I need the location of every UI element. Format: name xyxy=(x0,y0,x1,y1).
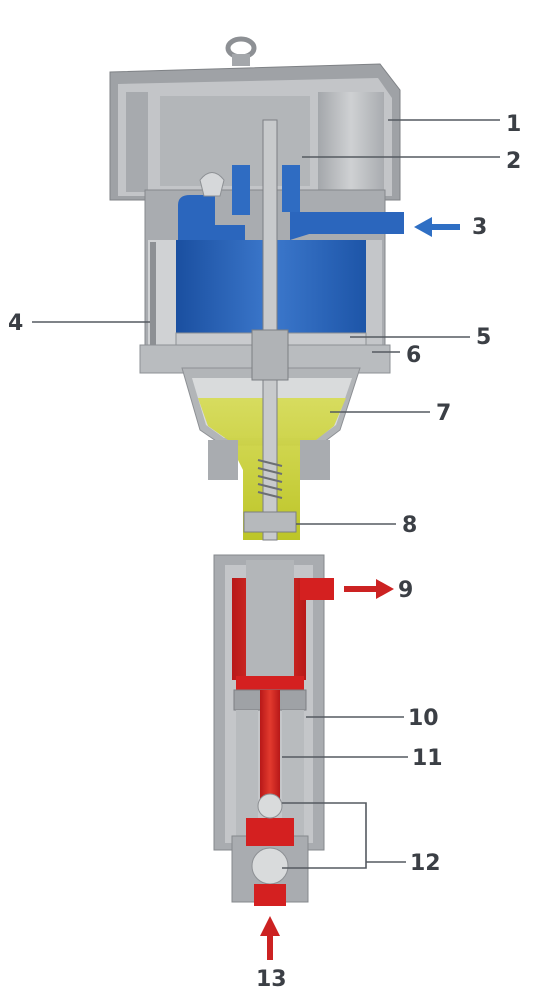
callout-labels: 1 2 3 4 5 6 7 8 9 10 11 12 13 xyxy=(8,112,521,990)
callout-10: 10 xyxy=(408,706,439,731)
air-inlet-arrow xyxy=(414,217,460,237)
callout-11: 11 xyxy=(412,746,443,771)
upper-check-ball xyxy=(257,793,283,819)
leader-lines xyxy=(32,119,500,869)
coupling xyxy=(243,511,297,533)
pump-bore-fluid xyxy=(260,690,280,800)
leader-12-bracket xyxy=(282,802,367,869)
fluid-outlet-arrow xyxy=(344,579,394,599)
callout-9: 9 xyxy=(398,578,413,603)
foot-valve xyxy=(231,793,309,906)
fluid-outlet-port xyxy=(300,578,334,600)
fluid-inlet-arrow xyxy=(260,916,280,960)
callout-6: 6 xyxy=(406,343,421,368)
control-valve-housing xyxy=(318,92,384,192)
return-spring xyxy=(257,459,283,499)
callout-13: 13 xyxy=(256,967,287,990)
callout-8: 8 xyxy=(402,513,417,538)
piston-rod xyxy=(243,119,297,541)
callout-4: 4 xyxy=(8,311,23,336)
callout-7: 7 xyxy=(436,401,451,426)
top-cover xyxy=(109,63,401,201)
callout-5: 5 xyxy=(476,325,491,350)
callout-3: 3 xyxy=(472,215,487,240)
lower-check-ball xyxy=(251,847,289,885)
callout-12: 12 xyxy=(410,851,441,876)
air-inlet-port xyxy=(290,212,404,234)
callout-2: 2 xyxy=(506,149,521,174)
pump-body xyxy=(213,554,334,851)
callout-1: 1 xyxy=(506,112,521,137)
lifting-eye xyxy=(225,36,257,66)
